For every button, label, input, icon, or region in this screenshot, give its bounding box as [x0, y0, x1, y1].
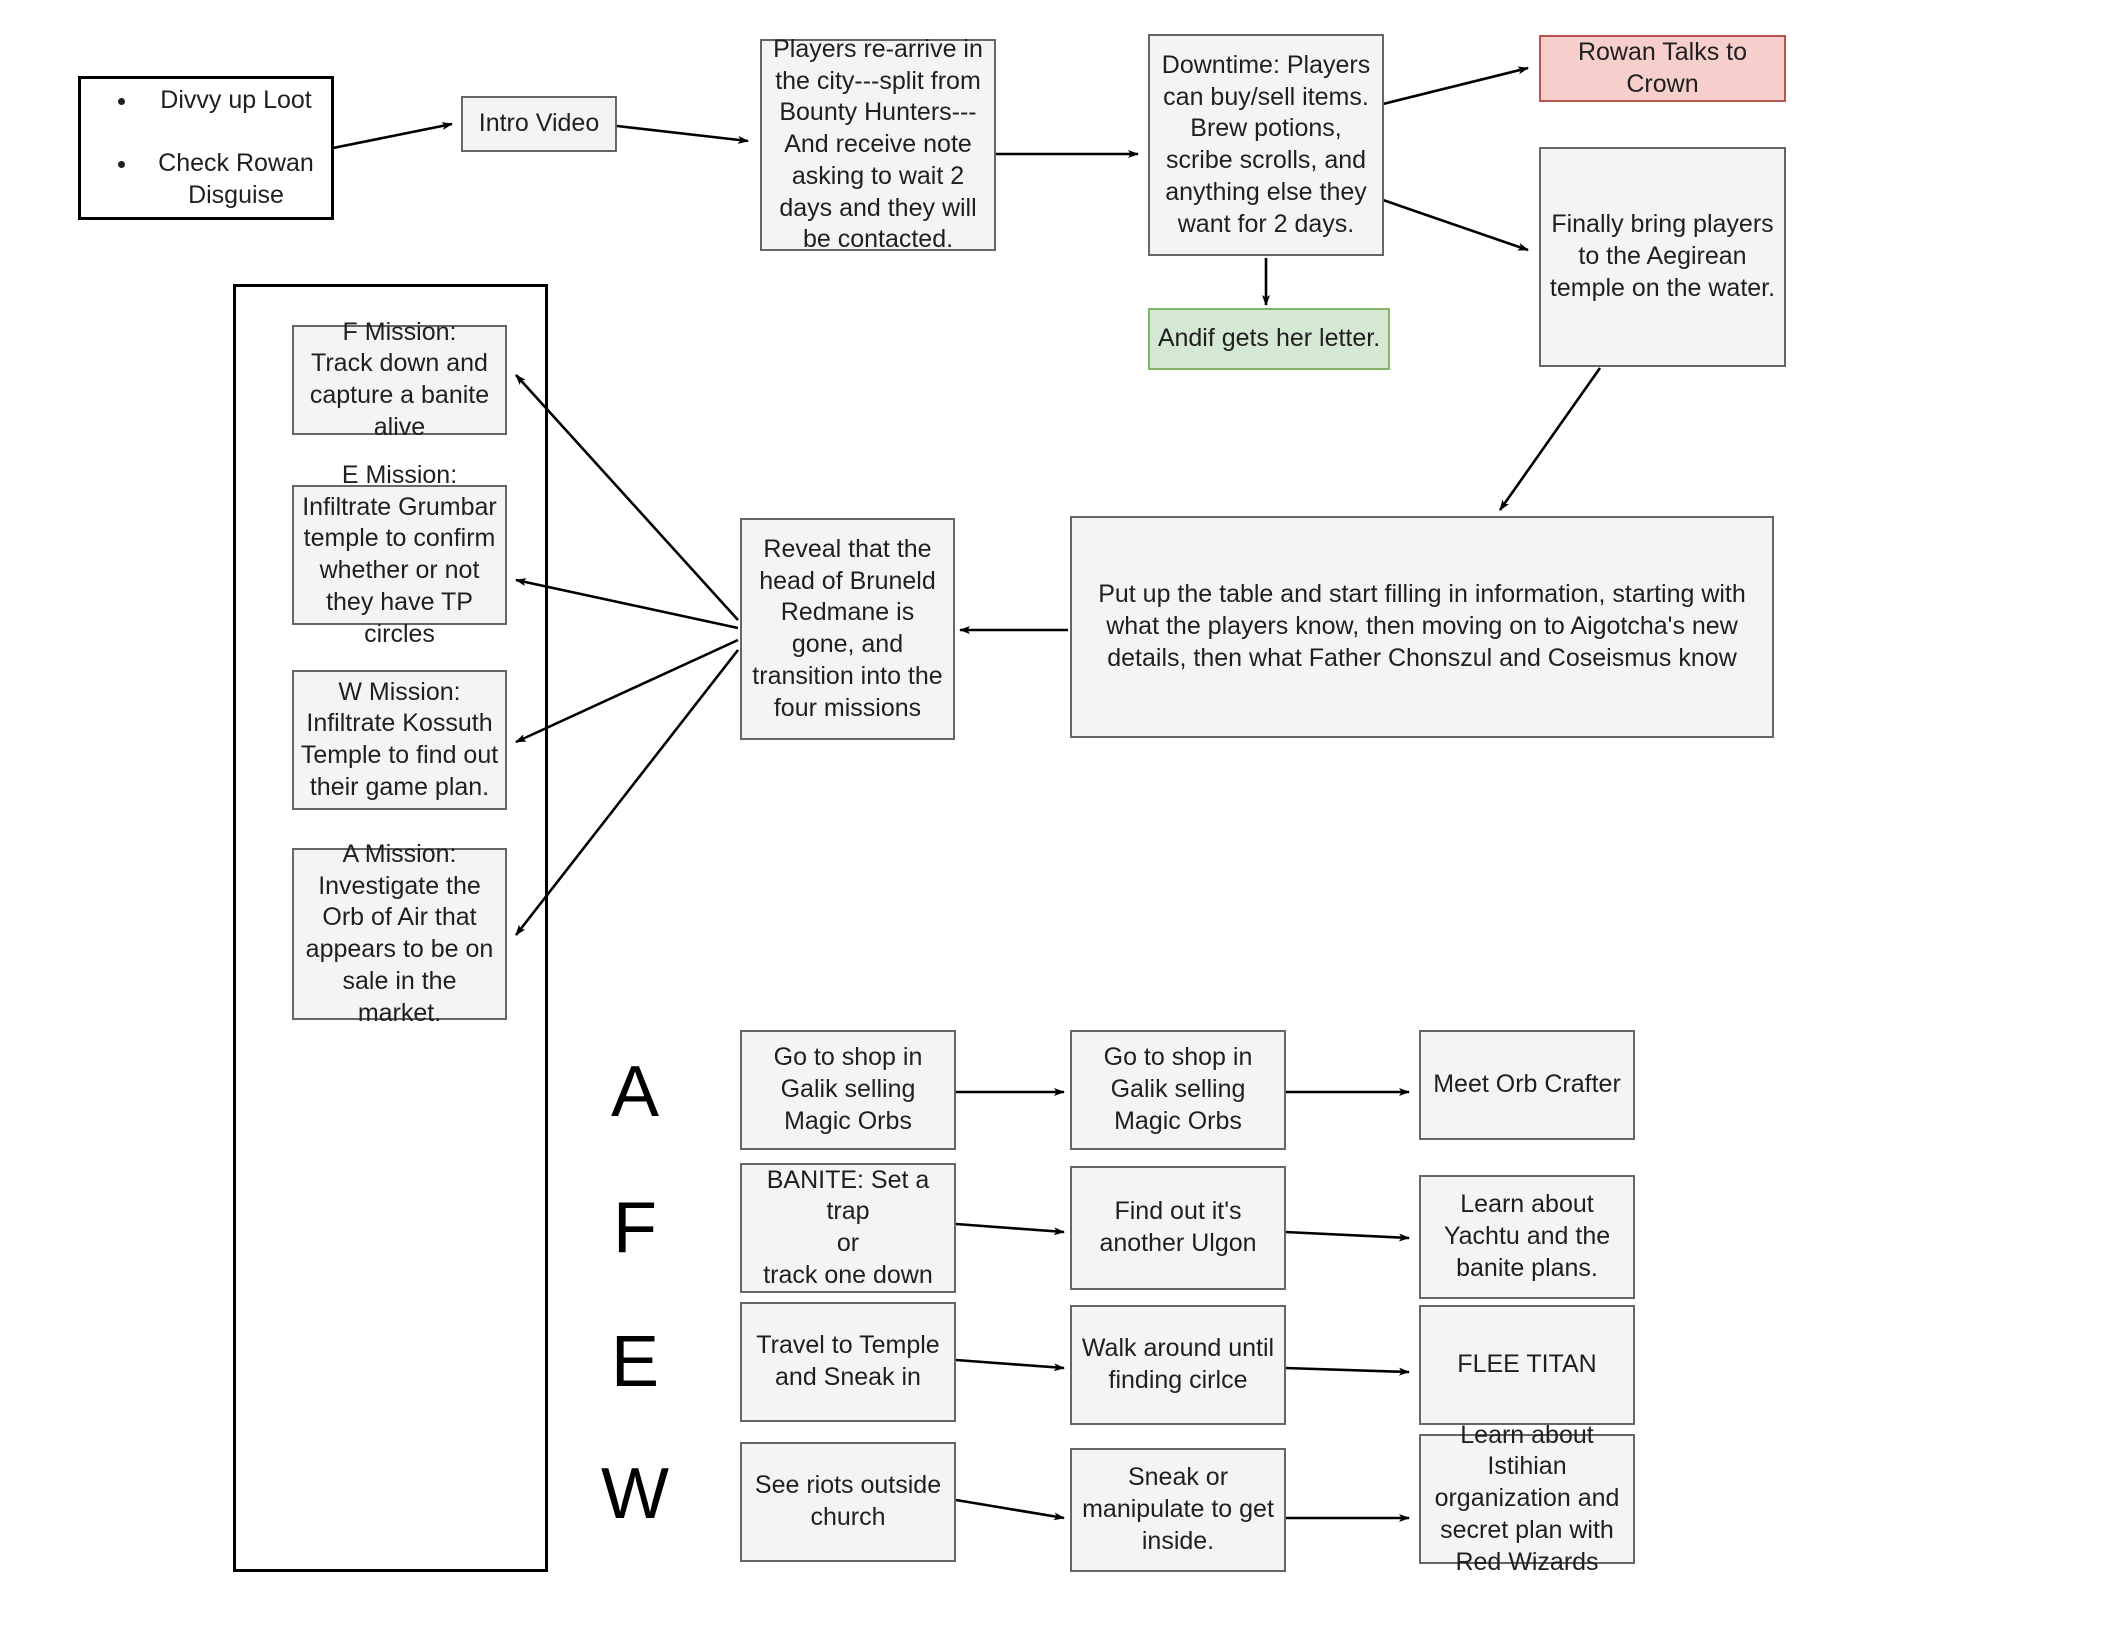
node-intro-video[interactable]: Intro Video [461, 96, 617, 152]
edge-aegirean-to-table [1498, 367, 1602, 511]
edge-intro-to-rearrive [616, 124, 749, 144]
node-rowan-talks-to-crown[interactable]: Rowan Talks to Crown [1539, 35, 1786, 102]
track-w-step-2[interactable]: Sneak or manipulate to get inside. [1070, 1448, 1286, 1572]
track-label-f: F [613, 1188, 657, 1268]
track-w-step-1[interactable]: See riots outside church [740, 1442, 956, 1562]
node-reveal-four-missions[interactable]: Reveal that the head of Bruneld Redmane … [740, 518, 955, 740]
node-downtime[interactable]: Downtime: Players can buy/sell items. Br… [1148, 34, 1384, 256]
edge-f1-to-f2 [955, 1222, 1065, 1236]
edge-w1-to-w2 [955, 1498, 1065, 1521]
track-f-step-2[interactable]: Find out it's another Ulgon [1070, 1166, 1286, 1290]
track-a-step-1[interactable]: Go to shop in Galik selling Magic Orbs [740, 1030, 956, 1150]
track-f-step-1[interactable]: BANITE: Set a trap or track one down [740, 1163, 956, 1293]
edge-downtime-to-rowan [1382, 66, 1529, 106]
missions-container [233, 284, 548, 1572]
edge-e1-to-e2 [955, 1358, 1065, 1372]
node-andif-gets-letter[interactable]: Andif gets her letter. [1148, 308, 1390, 370]
mission-box-w[interactable]: W Mission: Infiltrate Kossuth Temple to … [292, 670, 507, 810]
track-w-step-3[interactable]: Learn about Istihian organization and se… [1419, 1421, 1635, 1576]
track-a-step-3[interactable]: Meet Orb Crafter [1419, 1030, 1635, 1140]
track-a-step-2[interactable]: Go to shop in Galik selling Magic Orbs [1070, 1030, 1286, 1150]
start-checklist-item-0: Divvy up Loot [139, 85, 331, 117]
edge-e2-to-e3 [1284, 1366, 1410, 1376]
edge-downtime-to-aegirean [1382, 198, 1529, 252]
start-checklist-item-1: Check Rowan Disguise [139, 148, 331, 212]
start-checklist-list: Divvy up Loot Check Rowan Disguise [81, 53, 331, 244]
edge-reveal-to-f [515, 374, 739, 621]
track-f-step-3[interactable]: Learn about Yachtu and the banite plans. [1419, 1175, 1635, 1299]
track-label-w: W [601, 1454, 669, 1534]
edge-start-to-intro [332, 122, 453, 150]
track-label-a: A [610, 1052, 660, 1132]
edge-f2-to-f3 [1284, 1230, 1410, 1242]
track-e-step-1[interactable]: Travel to Temple and Sneak in [740, 1302, 956, 1422]
edge-reveal-to-a [514, 649, 740, 936]
mission-box-e[interactable]: E Mission: Infiltrate Grumbar temple to … [292, 461, 507, 648]
mission-box-f[interactable]: F Mission: Track down and capture a bani… [292, 318, 507, 441]
edge-reveal-to-e [515, 578, 739, 630]
node-put-up-table[interactable]: Put up the table and start filling in in… [1070, 516, 1774, 738]
node-aegirean-temple[interactable]: Finally bring players to the Aegirean te… [1539, 147, 1786, 367]
edge-reveal-to-w [515, 638, 739, 744]
track-e-step-2[interactable]: Walk around until finding cirlce [1070, 1305, 1286, 1425]
node-players-re-arrive[interactable]: Players re-arrive in the city---split fr… [760, 35, 996, 253]
track-label-e: E [610, 1322, 660, 1402]
mission-box-a[interactable]: A Mission: Investigate the Orb of Air th… [292, 840, 507, 1027]
start-checklist-box[interactable]: Divvy up Loot Check Rowan Disguise [78, 76, 334, 220]
track-e-step-3[interactable]: FLEE TITAN [1419, 1305, 1635, 1425]
